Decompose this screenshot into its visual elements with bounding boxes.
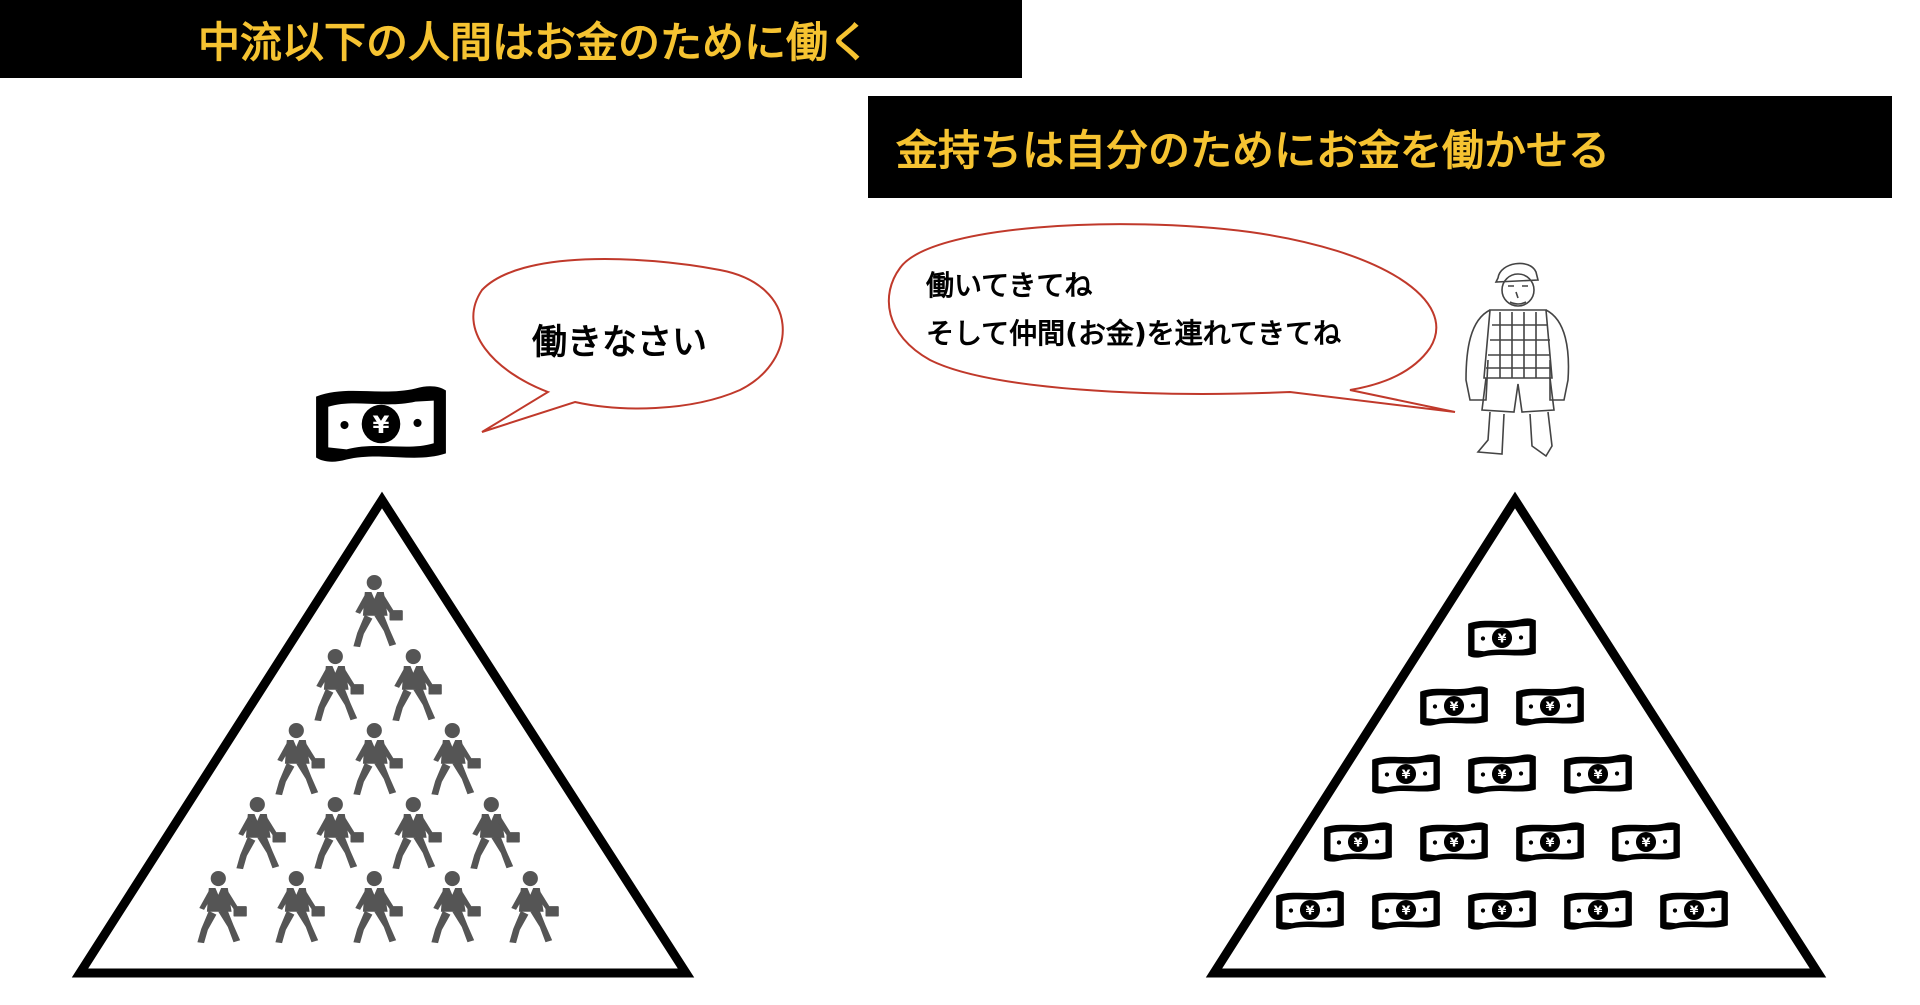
yen-banknote-icon: [1612, 822, 1680, 862]
businessman-with-briefcase-icon: [275, 722, 325, 796]
yen-banknote-icon: [1564, 754, 1632, 794]
businessman-with-briefcase-icon: [314, 648, 364, 722]
speech-bubble-right: [887, 223, 1456, 413]
worker-pyramid: [197, 574, 559, 944]
yen-banknote-icon: [1420, 822, 1488, 862]
businessman-with-briefcase-icon: [353, 870, 403, 944]
yen-banknote-icon: [1372, 890, 1440, 930]
businessman-with-briefcase-icon: [275, 870, 325, 944]
speech-text-left: 働きなさい: [532, 323, 708, 363]
yen-banknote-icon: [1468, 890, 1536, 930]
speech-text-right-line1: 働いてきてね: [926, 269, 1093, 302]
businessman-with-briefcase-icon: [314, 796, 364, 870]
businessman-with-briefcase-icon: [509, 870, 559, 944]
yen-banknote-icon: [1564, 890, 1632, 930]
yen-banknote-icon: [1468, 618, 1536, 658]
yen-banknote-icon: [1660, 890, 1728, 930]
left-pyramid-outline: [71, 491, 695, 978]
yen-banknote-icon: [1516, 686, 1584, 726]
businessman-with-briefcase-icon: [431, 870, 481, 944]
speech-bubble-left: [472, 258, 784, 433]
businessman-with-briefcase-icon: [392, 648, 442, 722]
businessman-with-briefcase-icon: [431, 722, 481, 796]
right-pyramid-outline: [1205, 491, 1827, 978]
businessman-with-briefcase-icon: [353, 574, 403, 648]
businessman-with-briefcase-icon: [392, 796, 442, 870]
banner-poor-working-for-money: 中流以下の人間はお金のために働く: [0, 0, 1022, 78]
yen-banknote-icon: [1372, 754, 1440, 794]
businessman-with-briefcase-icon: [353, 722, 403, 796]
yen-banknote-icon: [1420, 686, 1488, 726]
banner-rich-money-works: 金持ちは自分のためにお金を働かせる: [868, 96, 1892, 198]
rich-man-illustration: [1465, 262, 1570, 458]
yen-banknote-icon: [1324, 822, 1392, 862]
businessman-with-briefcase-icon: [470, 796, 520, 870]
yen-banknote-icon: [1468, 754, 1536, 794]
businessman-with-briefcase-icon: [236, 796, 286, 870]
businessman-with-briefcase-icon: [197, 870, 247, 944]
speech-text-right-line2: そして仲間(お金)を連れてきてね: [926, 317, 1342, 350]
yen-banknote-icon: [1276, 890, 1344, 930]
yen-banknote-icon: [1516, 822, 1584, 862]
yen-banknote-icon: [316, 386, 446, 462]
